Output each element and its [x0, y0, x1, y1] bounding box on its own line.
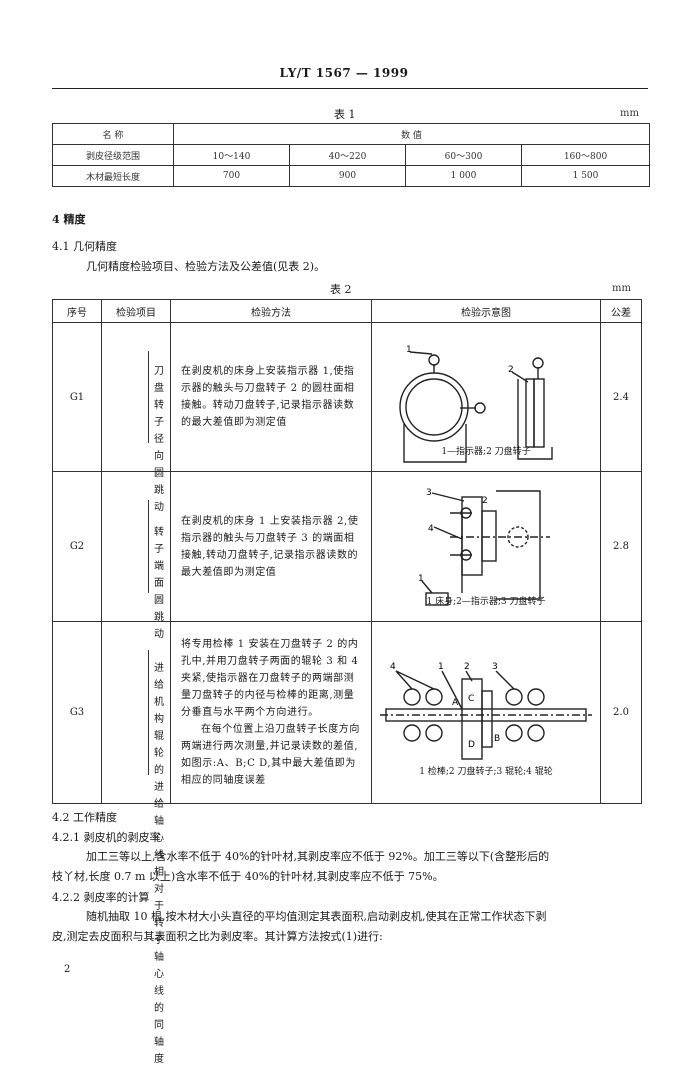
coaxiality-diagram: 4 1 2 3 C A B D	[380, 662, 592, 760]
diagram-label: C	[468, 694, 474, 704]
inspection-method: 在剥皮机的床身 1 上安装指示器 2,使指示器的触头与刀盘转子 3 的端面相接触…	[170, 471, 372, 622]
method-paragraph: 在每个位置上沿刀盘转子长度方向两端进行两次测量,并记录读数的差值,如图示:A、B…	[181, 724, 360, 786]
row-id: G3	[52, 621, 102, 804]
end-runout-diagram: 3 2 4 1	[418, 488, 550, 606]
diagram-label: 3	[492, 662, 498, 672]
section-4-2-title: 4.2 工作精度	[52, 811, 117, 824]
table-row: G2 转子端面圆跳动 在剥皮机的床身 1 上安装指示器 2,使指示器的触头与刀盘…	[52, 471, 642, 640]
table2-caption: 表 2	[330, 283, 352, 296]
table1-cell: 700	[173, 165, 290, 187]
table1-cell: 剥皮径级范围	[52, 144, 174, 166]
header-rule	[52, 88, 648, 89]
table-row: G1 刀盘转子径向圆跳动 在剥皮机的床身上安装指示器 1,使指示器的触头与刀盘转…	[52, 322, 642, 513]
table1-cell: 10～140	[173, 144, 290, 166]
paragraph-line: 加工三等以上,含水率不低于 40%的针叶材,其剥皮率应不低于 92%。加工三等以…	[86, 850, 550, 863]
section-4-1-intro: 几何精度检验项目、检验方法及公差值(见表 2)。	[86, 260, 326, 273]
table2-header-cell: 公差	[600, 299, 642, 323]
table-row: 剥皮径级范围 10～140 40～220 60～300 160～800	[52, 144, 650, 166]
diagram-label: 1	[418, 574, 424, 584]
cell-divider	[148, 500, 149, 593]
cell-divider	[148, 351, 149, 443]
diagram-label: B	[494, 734, 500, 744]
paragraph-line: 皮,测定去皮面积与其表面积之比为剥皮率。其计算方法按式(1)进行:	[52, 930, 383, 943]
row-id: G2	[52, 471, 102, 622]
diagram-label: 2	[508, 365, 514, 375]
diagram-g1: 1 2 1—指示器;2 刀盘转子	[371, 322, 601, 472]
diagram-label: A	[452, 698, 459, 708]
paragraph-line: 随机抽取 10 根,按木材大小头直径的平均值测定其表面积,启动剥皮机,使其在正常…	[86, 910, 547, 923]
table1-cell: 160～800	[521, 144, 650, 166]
standard-header: LY/T 1567 — 1999	[279, 66, 409, 80]
tolerance-value: 2.4	[600, 322, 642, 472]
document-page: LY/T 1567 — 1999 表 1 mm 名 称 数 值 剥皮径级范围 1…	[52, 66, 650, 1065]
tolerance-value: 2.8	[600, 471, 642, 622]
diagram-g2: 3 2 4 1 1 床身;2—指示器;3 刀盘转子	[371, 471, 601, 622]
row-id: G1	[52, 322, 102, 472]
diagram-label: 1	[406, 345, 412, 355]
diagram-label: 4	[428, 524, 434, 534]
table-row: 木材最短长度 700 900 1 000 1 500	[52, 165, 650, 187]
diagram-caption: 1 检棒;2 刀盘转子;3 辊轮;4 辊轮	[419, 767, 553, 777]
table1-cell: 40～220	[289, 144, 406, 166]
diagram-label: 2	[482, 496, 488, 506]
table2-unit: mm	[612, 283, 631, 294]
diagram-label: 3	[426, 488, 432, 498]
table2-header-cell: 检验示意图	[371, 299, 601, 323]
table1-cell: 900	[289, 165, 406, 187]
diagram-g3: 4 1 2 3 C A B D 1 检棒;2 刀盘转子;3 辊轮;4 辊轮	[371, 621, 601, 804]
page-number: 2	[64, 964, 71, 975]
section-4-title: 4 精度	[52, 213, 86, 226]
inspection-item: 刀盘转子径向圆跳动	[101, 322, 171, 513]
table-row: 序号 检验项目 检验方法 检验示意图 公差	[52, 299, 642, 323]
table1-unit: mm	[620, 108, 639, 119]
table1-cell: 1 000	[405, 165, 522, 187]
table1-cell: 1 500	[521, 165, 650, 187]
inspection-method: 在剥皮机的床身上安装指示器 1,使指示器的触头与刀盘转子 2 的圆柱面相接触。转…	[170, 322, 372, 472]
table1-caption: 表 1	[334, 108, 356, 121]
table2-header-cell: 检验项目	[101, 299, 171, 323]
table1-cell: 木材最短长度	[52, 165, 174, 187]
inspection-item: 转子端面圆跳动	[101, 471, 171, 640]
table2-header-cell: 检验方法	[170, 299, 372, 323]
diagram-caption: 1—指示器;2 刀盘转子	[441, 447, 531, 457]
table1-header-value: 数 值	[173, 123, 650, 145]
section-4-2-1-title: 4.2.1 剥皮机的剥皮率	[52, 831, 161, 844]
inspection-method: 将专用检棒 1 安装在刀盘转子 2 的内孔中,并用刀盘转子两面的辊轮 3 和 4…	[170, 621, 372, 804]
inspection-item: 进给机构辊轮的进给轴心线相对于转子轴心线的同轴度	[101, 621, 171, 1065]
diagram-label: 4	[390, 662, 396, 672]
table1-header-name: 名 称	[52, 123, 174, 145]
section-4-2-2-title: 4.2.2 剥皮率的计算	[52, 891, 150, 904]
runout-diagram: 1 2	[399, 345, 553, 463]
tolerance-value: 2.0	[600, 621, 642, 804]
diagram-label: D	[468, 740, 475, 750]
table-row: 名 称 数 值	[52, 123, 650, 145]
table-2: 序号 检验项目 检验方法 检验示意图 公差 G1 刀盘转子径向圆跳动 在剥皮机的…	[52, 299, 642, 1065]
cell-divider	[148, 650, 149, 775]
table-row: G3 进给机构辊轮的进给轴心线相对于转子轴心线的同轴度 将专用检棒 1 安装在刀…	[52, 621, 642, 1065]
section-4-1-title: 4.1 几何精度	[52, 240, 117, 253]
table1-cell: 60～300	[405, 144, 522, 166]
table2-header-cell: 序号	[52, 299, 102, 323]
method-paragraph: 将专用检棒 1 安装在刀盘转子 2 的内孔中,并用刀盘转子两面的辊轮 3 和 4…	[181, 639, 359, 718]
diagram-label: 1	[438, 662, 444, 672]
table-1: 名 称 数 值 剥皮径级范围 10～140 40～220 60～300 160～…	[52, 123, 650, 187]
paragraph-line: 枝丫材,长度 0.7 m 以上)含水率不低于 40%的针叶材,其剥皮率应不低于 …	[52, 870, 444, 883]
diagram-label: 2	[464, 662, 470, 672]
diagram-caption: 1 床身;2—指示器;3 刀盘转子	[426, 597, 546, 607]
